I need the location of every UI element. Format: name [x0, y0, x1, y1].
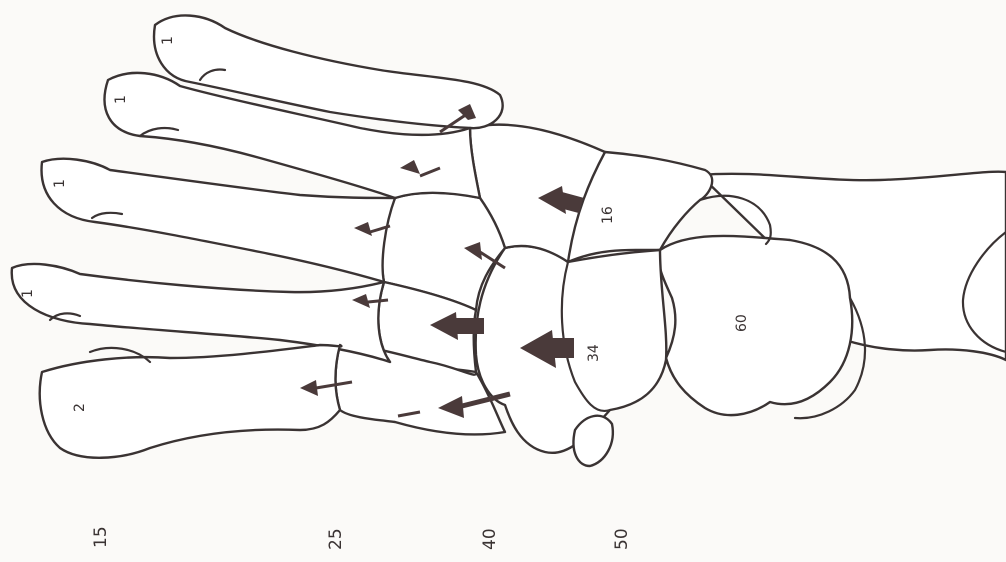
label-toe-3: 1 [52, 179, 68, 188]
scale-label-25: 25 [326, 528, 346, 550]
scale-label-50: 50 [612, 528, 632, 550]
label-cuneiform: 34 [586, 344, 602, 362]
label-toe-1: 1 [160, 36, 176, 45]
label-navicular: 16 [600, 206, 616, 224]
big-toe [40, 345, 342, 458]
scale-label-15: 15 [91, 526, 111, 548]
label-toe-4: 1 [20, 289, 36, 298]
label-talus: 60 [734, 314, 750, 332]
label-big-toe: 2 [72, 403, 88, 412]
label-toe-2: 1 [113, 95, 129, 104]
cuboid-knob [573, 416, 612, 466]
scale-label-40: 40 [480, 528, 500, 550]
talus [659, 236, 852, 415]
